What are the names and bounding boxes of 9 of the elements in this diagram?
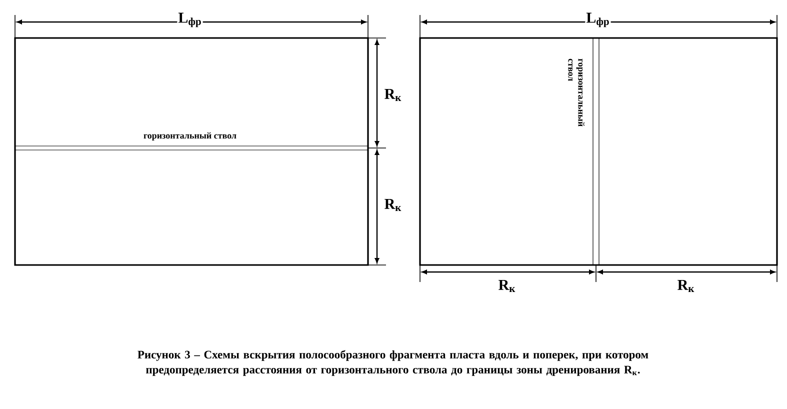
- dimension-label: L$_{фр}$: [585, 12, 611, 28]
- dimension-label: R$_{к}$: [384, 89, 402, 101]
- reservoir-drawing: горизонтальный ствол: [14, 37, 369, 266]
- dimension-label: R$_{к}$: [384, 199, 402, 211]
- reservoir-drawing: горизонтальный ствол: [419, 37, 778, 266]
- caption: Рисунок 3 – Схемы вскрытия полосообразного фрагмента пласта вдоль и поперек, при котором предопределяется расстояния от горизонтального ствола до границы зоны дренирования R$_{к}$.: [138, 350, 648, 376]
- dimension-label: R$_{к}$: [498, 280, 516, 292]
- dimension-label: R$_{к}$: [678, 280, 694, 292]
- dimension-label: L$_{фр}$: [177, 12, 203, 28]
